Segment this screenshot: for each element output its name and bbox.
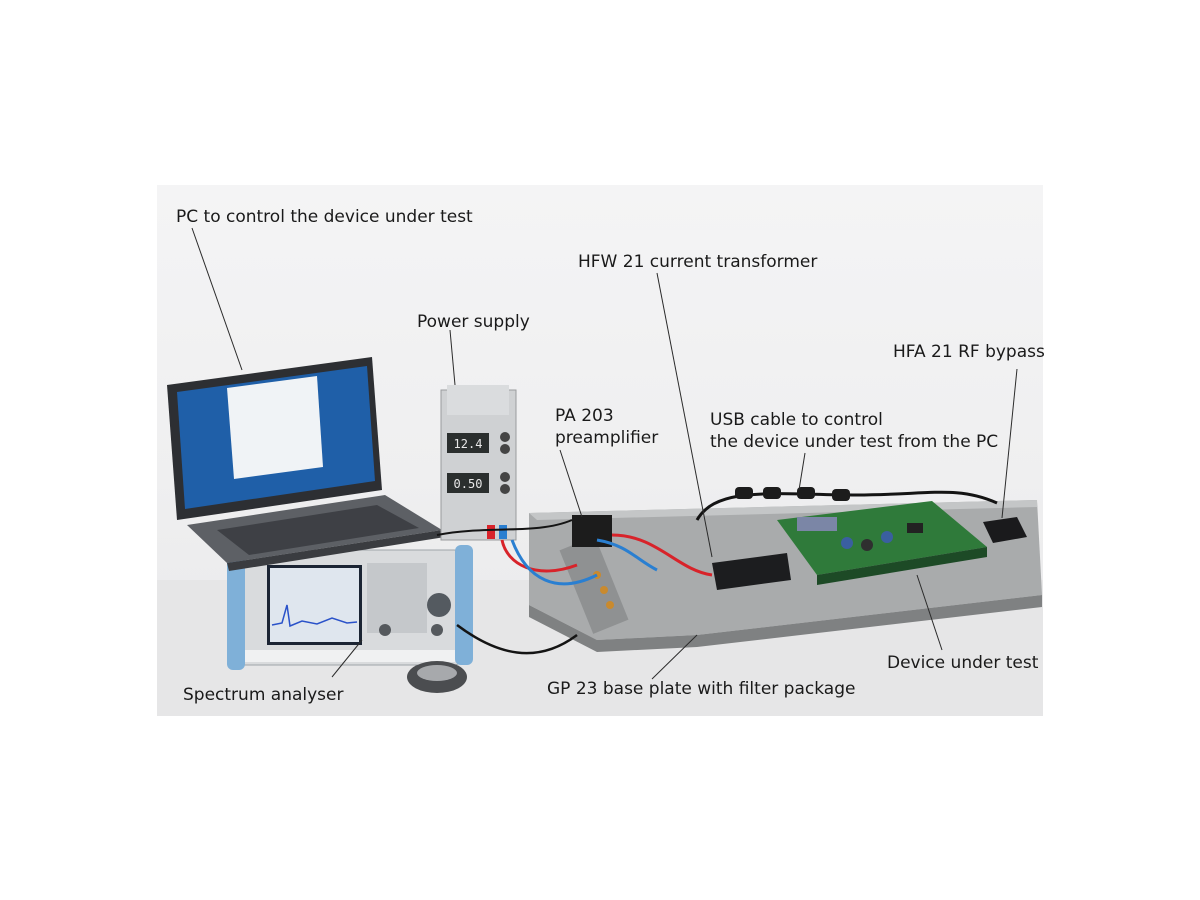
leader-lines [191,227,1018,680]
callout-hfw21: HFW 21 current transformer [578,252,818,272]
callout-hfa21: HFA 21 RF bypass [893,342,1045,362]
callout-pc: PC to control the device under test [176,207,473,227]
rf-bypass [983,517,1027,543]
device-under-test [777,501,987,585]
callout-pa203-line2: preamplifier [555,428,659,448]
callout-power-supply: Power supply [417,312,530,332]
spectrum-analyser [227,545,473,670]
power-supply: 12.4 0.50 [440,385,517,541]
callout-pa203-line1: PA 203 [555,406,614,426]
laptop [167,357,445,571]
lab-setup-illustration: 12.4 0.50 [157,227,1043,716]
callout-gp23: GP 23 base plate with filter package [547,679,856,699]
callout-device-under-test: Device under test [887,653,1039,673]
callout-usb-line2: the device under test from the PC [710,432,999,452]
lab-setup-photo: 12.4 0.50 [157,185,1043,716]
lower-display: 0.50 [454,477,483,491]
callout-spectrum-analyser: Spectrum analyser [183,685,344,705]
callout-usb-cable: USB cable to control the device under te… [710,409,998,453]
callout-usb-line1: USB cable to control [710,410,883,430]
upper-display: 12.4 [454,437,483,451]
callout-pa203: PA 203 preamplifier [555,405,658,449]
current-transformer [712,553,791,590]
